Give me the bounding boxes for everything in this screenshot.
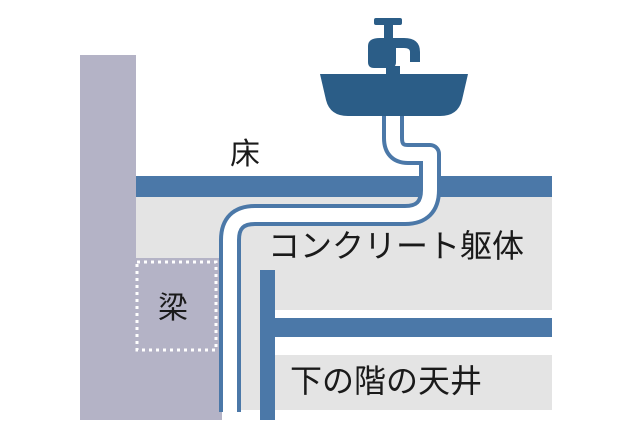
- label-ceiling-below: 下の階の天井: [290, 362, 482, 400]
- drain-pipe: [223, 116, 437, 412]
- lower-wall-block: [136, 258, 222, 420]
- floor-line: [136, 176, 552, 197]
- sink-basin-icon: [320, 74, 468, 116]
- beam-outline: [135, 260, 218, 352]
- concrete-slab: [80, 195, 552, 410]
- ceiling-line: [260, 318, 552, 337]
- label-concrete-body: コンクリート躯体: [268, 227, 524, 265]
- faucet-icon: [368, 18, 420, 74]
- label-beam: 梁: [158, 291, 188, 326]
- ceiling-hanger-vertical: [260, 270, 275, 420]
- label-floor: 床: [230, 137, 260, 172]
